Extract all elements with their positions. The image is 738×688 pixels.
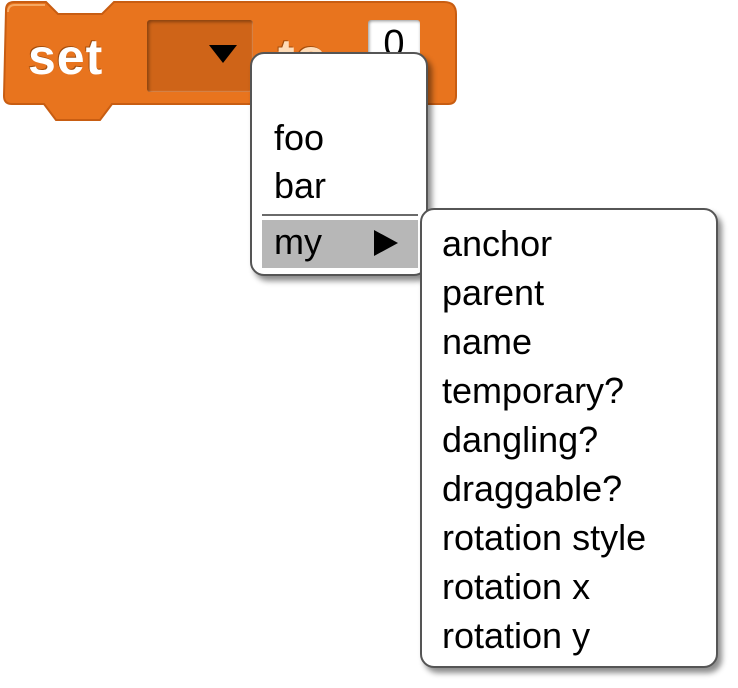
triangle-right-icon	[374, 230, 398, 256]
submenu-item-rotation-x[interactable]: rotation x	[442, 566, 591, 607]
chevron-down-icon	[209, 45, 237, 63]
set-label: set	[28, 29, 104, 85]
menu-item-my-label: my	[274, 221, 322, 262]
menu-item-my[interactable]: my	[262, 220, 418, 268]
menu-divider	[262, 214, 418, 216]
submenu-item-dangling[interactable]: dangling?	[442, 419, 599, 460]
submenu-item-temporary[interactable]: temporary?	[442, 370, 625, 411]
submenu-item-draggable[interactable]: draggable?	[442, 468, 623, 509]
menu-item-bar[interactable]: bar	[274, 165, 327, 206]
submenu-item-rotation-y[interactable]: rotation y	[442, 615, 591, 656]
my-submenu: anchor parent name temporary? dangling? …	[420, 208, 718, 668]
submenu-item-rotation-style[interactable]: rotation style	[442, 517, 647, 558]
menu-item-foo[interactable]: foo	[274, 117, 325, 158]
submenu-item-name[interactable]: name	[442, 321, 533, 362]
submenu-item-anchor[interactable]: anchor	[442, 223, 553, 264]
variable-dropdown[interactable]	[147, 20, 253, 92]
submenu-item-parent[interactable]: parent	[442, 272, 545, 313]
variable-menu: foo bar my	[250, 52, 428, 276]
